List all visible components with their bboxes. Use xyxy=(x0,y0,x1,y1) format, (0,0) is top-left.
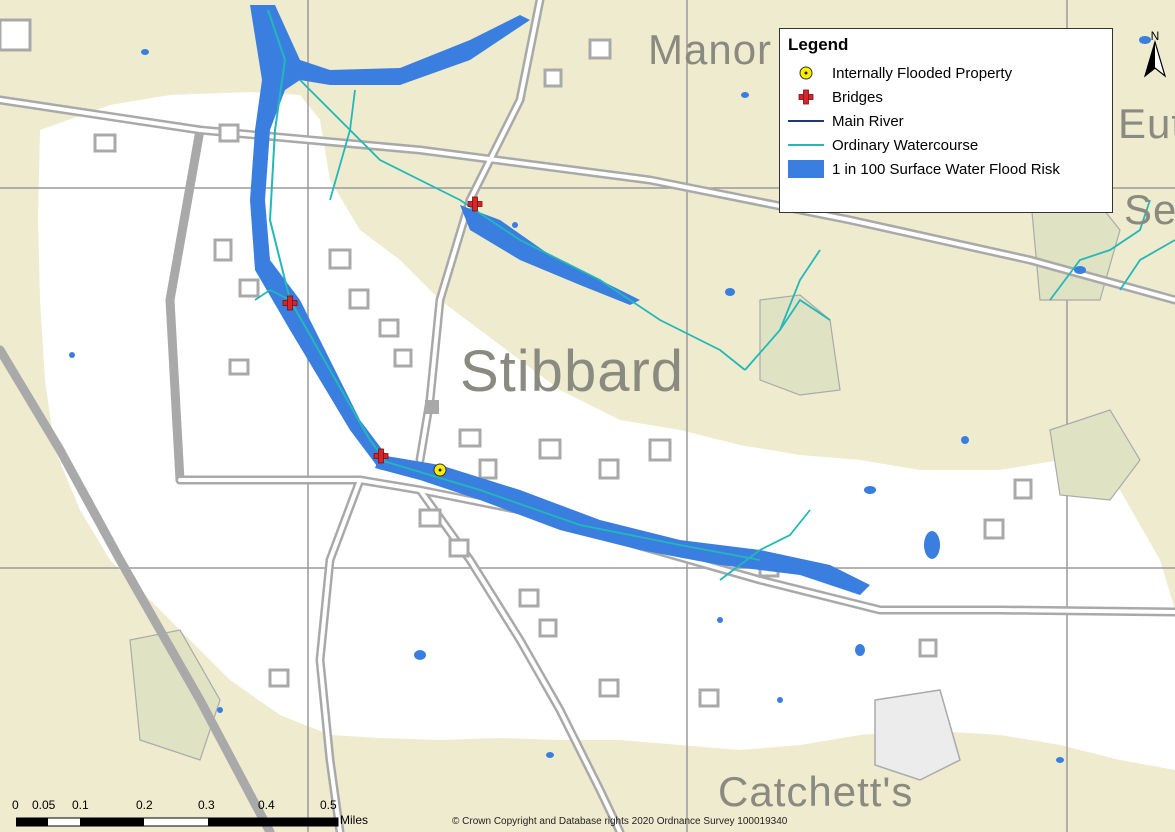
legend-label: Bridges xyxy=(832,88,883,106)
woodland-patches xyxy=(129,179,1141,761)
wood-patch-grey xyxy=(874,689,961,781)
copyright-notice: © Crown Copyright and Database rights 20… xyxy=(452,816,788,827)
bridge-cross-icon xyxy=(788,89,824,105)
scale-bar-graphic xyxy=(16,817,339,827)
main-river-line-icon xyxy=(788,118,824,124)
legend-item-flood-risk: 1 in 100 Surface Water Flood Risk xyxy=(788,157,1104,181)
bridge-marker[interactable] xyxy=(467,196,483,212)
scale-tick-label: 0.3 xyxy=(198,798,215,812)
legend-item-bridges: Bridges xyxy=(788,85,1104,109)
scale-tick-label: 0 xyxy=(12,798,19,812)
north-arrow: N xyxy=(1140,28,1170,80)
scale-bar: 0 0.05 0.1 0.2 0.3 0.4 0.5 Miles xyxy=(8,798,388,830)
legend-title: Legend xyxy=(788,35,849,54)
legend-label: Ordinary Watercourse xyxy=(832,136,979,154)
place-label-stibbard: Stibbard xyxy=(460,339,685,404)
scale-tick-label: 0.5 xyxy=(320,798,337,812)
ordinary-watercourse-line-icon xyxy=(788,142,824,148)
scale-tick-label: 0.2 xyxy=(136,798,153,812)
bridge-marker[interactable] xyxy=(373,448,389,464)
bridge-marker[interactable] xyxy=(282,295,298,311)
north-label: N xyxy=(1151,29,1160,43)
legend-label: Main River xyxy=(832,112,904,130)
north-arrow-icon: N xyxy=(1143,29,1167,78)
flooded-property-icon xyxy=(788,66,824,80)
place-label-se: Se xyxy=(1124,186,1175,233)
place-label-eut: Eut xyxy=(1118,100,1175,147)
legend-label: Internally Flooded Property xyxy=(832,64,1013,82)
scale-tick-label: 0.4 xyxy=(258,798,275,812)
map-legend: Legend Internally Flooded Property Bridg… xyxy=(779,28,1113,213)
church-building xyxy=(425,400,439,414)
flooded-property-marker[interactable] xyxy=(433,463,447,477)
watercourse-central xyxy=(267,9,386,461)
legend-item-main-river: Main River xyxy=(788,109,1104,133)
legend-item-ordinary-watercourse: Ordinary Watercourse xyxy=(788,133,1104,157)
legend-item-flooded-property: Internally Flooded Property xyxy=(788,61,1104,85)
place-label-manor: Manor xyxy=(648,26,773,73)
bridge-markers xyxy=(282,196,483,464)
flood-risk-patch-icon xyxy=(788,160,824,178)
scale-tick-label: 0.1 xyxy=(72,798,89,812)
scale-unit: Miles xyxy=(340,813,369,827)
ordinary-watercourses xyxy=(254,79,1175,581)
legend-label: 1 in 100 Surface Water Flood Risk xyxy=(832,160,1060,178)
place-label-catchetts: Catchett's xyxy=(718,768,914,815)
scale-tick-label: 0.05 xyxy=(32,798,56,812)
